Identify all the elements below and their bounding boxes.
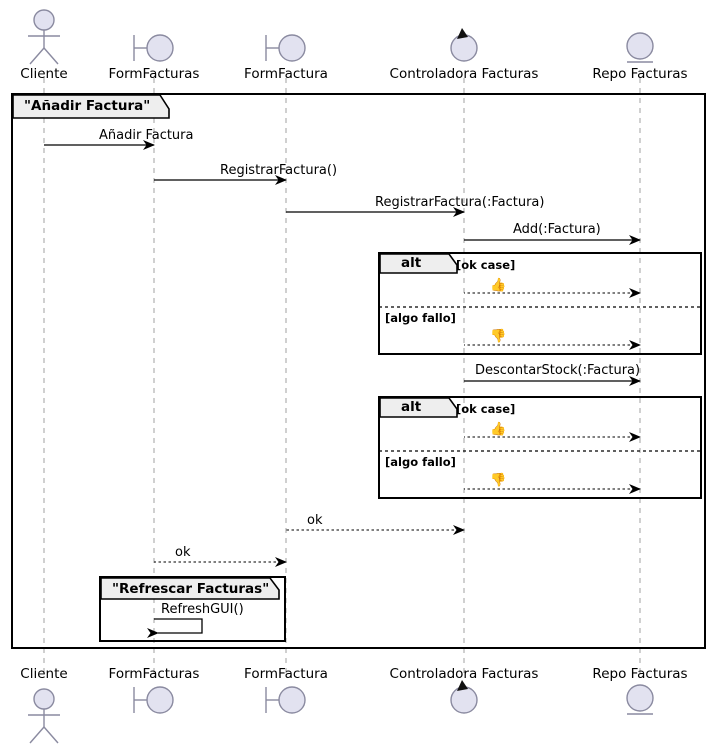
alt-fragment-alt-descontarstock xyxy=(378,396,702,499)
participant-foot-formfactura[interactable] xyxy=(265,686,306,714)
control-circle-icon xyxy=(450,686,478,714)
message-label-m11: ok xyxy=(175,545,191,560)
frame-refrescar-facturas xyxy=(99,576,286,642)
participant-foot-formfacturas[interactable] xyxy=(133,686,174,714)
actor-head-icon xyxy=(33,9,55,31)
actor-leg-right-icon xyxy=(43,47,59,65)
alt-tab-alt-registrar xyxy=(379,253,458,274)
message-label-m1: Añadir Factura xyxy=(99,128,194,143)
participant-label-bottom-repo: Repo Facturas xyxy=(592,666,688,682)
frame-border-anadir-factura xyxy=(11,93,706,649)
entity-circle-icon xyxy=(626,32,654,60)
boundary-circle-icon xyxy=(278,686,306,714)
control-arrow-icon xyxy=(457,28,468,39)
actor-leg-left-icon xyxy=(29,726,45,744)
message-label-m9: 👎 xyxy=(490,473,507,488)
boundary-circle-icon xyxy=(146,34,174,62)
alt-guard-alt-registrar-0: [ok case] xyxy=(456,258,516,272)
participant-label-top-cliente: Cliente xyxy=(20,66,68,82)
message-label-m3: RegistrarFactura(:Factura) xyxy=(375,195,545,210)
participant-head-formfactura[interactable] xyxy=(265,34,306,62)
actor-leg-right-icon xyxy=(43,726,59,744)
message-label-m10: ok xyxy=(307,513,323,528)
control-arrow-icon xyxy=(457,680,468,691)
frame-tab-refrescar-facturas xyxy=(100,577,280,600)
alt-guard-alt-descontarstock-1: [algo fallo] xyxy=(385,455,456,469)
alt-guard-alt-descontarstock-0: [ok case] xyxy=(456,402,516,416)
self-message-path-sm1[interactable] xyxy=(147,618,203,638)
participant-head-controladora[interactable] xyxy=(450,28,478,62)
message-label-m6: 👎 xyxy=(490,329,507,344)
actor-leg-left-icon xyxy=(29,47,45,65)
message-label-m2: RegistrarFactura() xyxy=(220,163,338,178)
message-label-m8: 👍 xyxy=(490,422,507,437)
alt-label-alt-descontarstock: alt xyxy=(401,399,422,415)
message-label-m7: DescontarStock(:Factura) xyxy=(475,363,641,378)
participant-head-cliente[interactable] xyxy=(28,9,60,65)
alt-border-alt-registrar xyxy=(378,252,702,355)
frame-tab-anadir-factura xyxy=(12,94,170,119)
participant-label-top-controladora: Controladora Facturas xyxy=(389,66,539,82)
frame-border-refrescar-facturas xyxy=(99,576,286,642)
actor-head-icon xyxy=(33,688,55,710)
message-label-m4: Add(:Factura) xyxy=(513,222,601,237)
alt-guard-alt-registrar-1: [algo fallo] xyxy=(385,311,456,325)
message-label-m5: 👍 xyxy=(490,278,507,293)
self-message-label-sm1: RefreshGUI() xyxy=(161,602,244,617)
participant-label-bottom-formfactura: FormFactura xyxy=(244,666,328,682)
entity-circle-icon xyxy=(626,684,654,712)
boundary-circle-icon xyxy=(146,686,174,714)
participant-foot-repo[interactable] xyxy=(626,684,654,715)
participant-foot-cliente[interactable] xyxy=(28,688,60,744)
participant-label-top-formfactura: FormFactura xyxy=(244,66,328,82)
frame-anadir-factura xyxy=(11,93,706,649)
participant-label-top-formfacturas: FormFacturas xyxy=(108,66,200,82)
participant-label-bottom-formfacturas: FormFacturas xyxy=(108,666,200,682)
alt-border-alt-descontarstock xyxy=(378,396,702,499)
frame-title-anadir-factura: "Añadir Factura" xyxy=(24,98,151,114)
participant-head-repo[interactable] xyxy=(626,32,654,63)
self-message-sm1[interactable] xyxy=(147,618,203,638)
participant-label-top-repo: Repo Facturas xyxy=(592,66,688,82)
alt-fragment-alt-registrar xyxy=(378,252,702,355)
participant-label-bottom-cliente: Cliente xyxy=(20,666,68,682)
boundary-circle-icon xyxy=(278,34,306,62)
alt-tab-alt-descontarstock xyxy=(379,397,458,418)
control-circle-icon xyxy=(450,34,478,62)
participant-label-bottom-controladora: Controladora Facturas xyxy=(389,666,539,682)
frame-title-refrescar-facturas: "Refrescar Facturas" xyxy=(112,581,270,597)
participant-head-formfacturas[interactable] xyxy=(133,34,174,62)
participant-foot-controladora[interactable] xyxy=(450,680,478,714)
alt-label-alt-registrar: alt xyxy=(401,255,422,271)
